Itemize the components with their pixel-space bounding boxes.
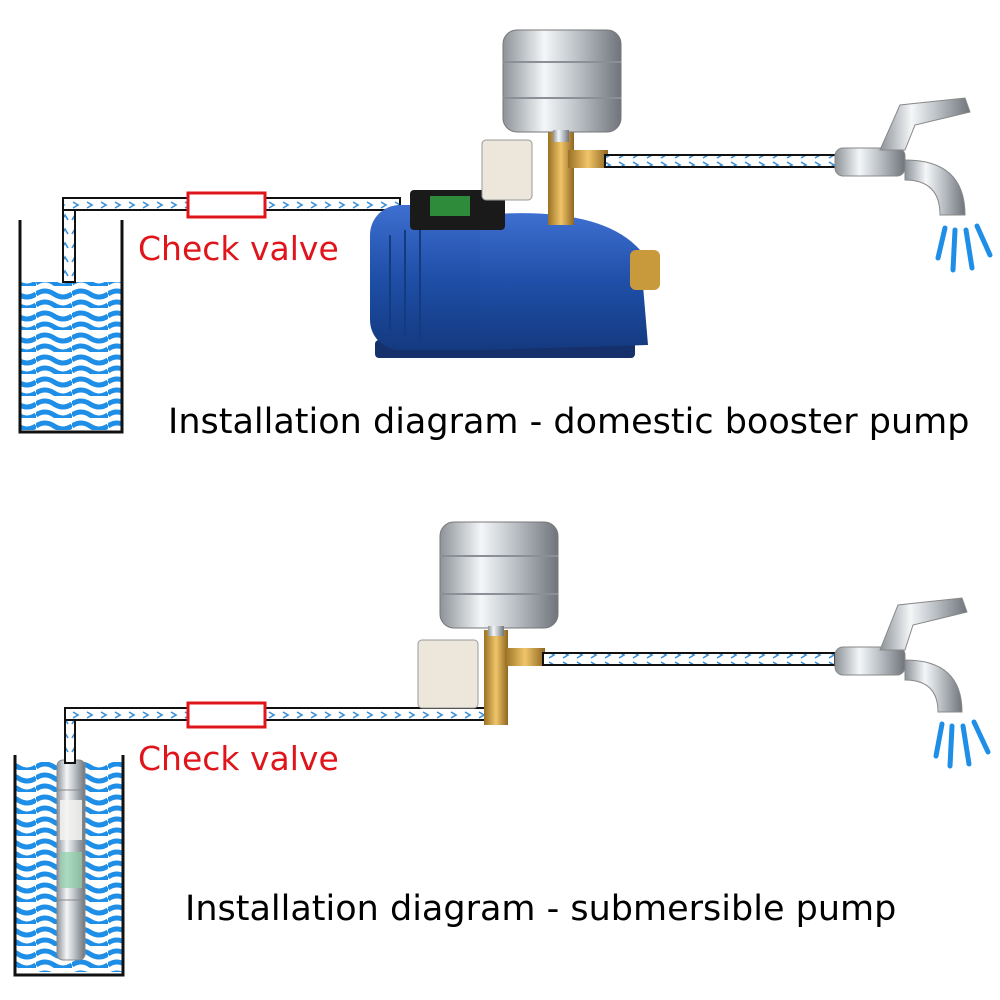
check-valve bbox=[186, 701, 267, 729]
faucet-icon bbox=[834, 97, 971, 216]
pressure-tank bbox=[502, 29, 622, 142]
rising-pipe bbox=[64, 707, 496, 764]
discharge-pipe bbox=[604, 154, 838, 168]
faucet-icon bbox=[834, 597, 968, 713]
water-tank bbox=[18, 220, 124, 434]
booster-pump-diagram: Check valve bbox=[18, 29, 993, 442]
check-valve bbox=[186, 191, 267, 219]
water-spray-icon bbox=[933, 719, 991, 769]
pressure-switch bbox=[417, 630, 545, 725]
diagram-caption: Installation diagram - domestic booster … bbox=[168, 402, 969, 442]
discharge-pipe bbox=[542, 652, 836, 666]
check-valve-label: Check valve bbox=[138, 229, 339, 268]
submersible-pump-diagram: Check valve Installation dia bbox=[13, 521, 991, 977]
submersible-pump-icon bbox=[56, 759, 86, 961]
suction-pipe bbox=[62, 197, 401, 283]
water-spray-icon bbox=[935, 223, 993, 273]
check-valve-label: Check valve bbox=[138, 739, 339, 778]
surface-jet-pump-icon bbox=[370, 130, 660, 358]
diagram-caption: Installation diagram - submersible pump bbox=[185, 889, 896, 929]
pressure-tank bbox=[439, 521, 559, 636]
